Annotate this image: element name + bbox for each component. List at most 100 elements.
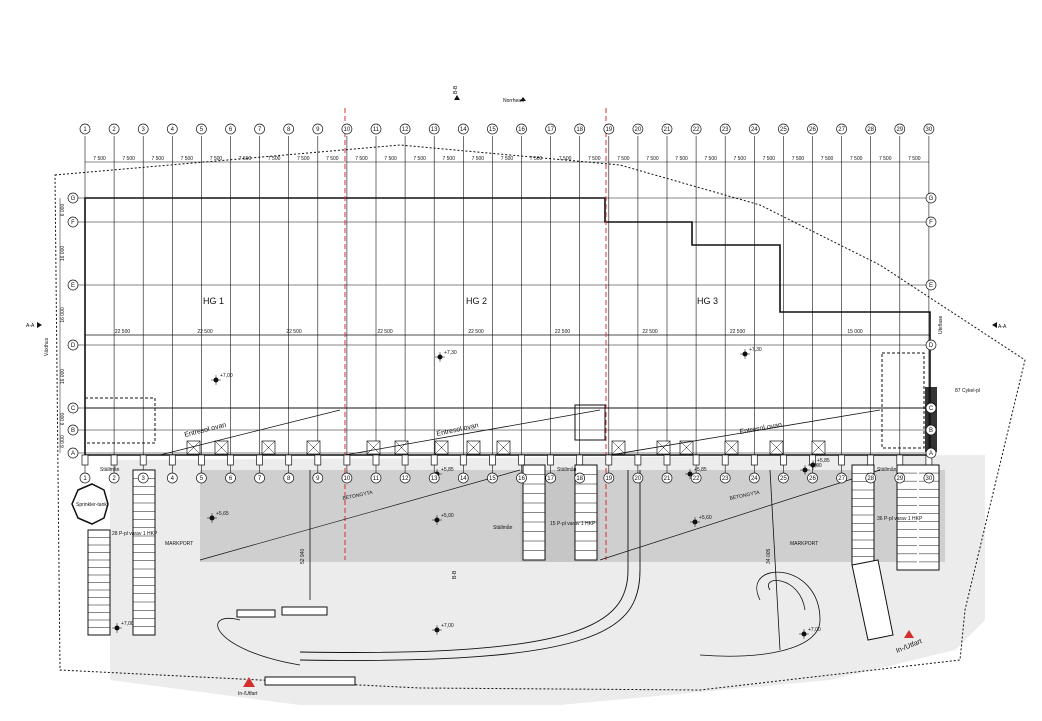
stair-core-left	[84, 397, 156, 444]
building-outline	[84, 197, 931, 456]
axis-label-top: 4	[171, 127, 175, 133]
axis-label-top: 10	[344, 127, 351, 133]
dock-door	[366, 440, 381, 455]
axis-label-top: 9	[316, 127, 320, 133]
entresol-label: Entresol ovan	[739, 422, 782, 436]
axis-label-top: 16	[518, 127, 525, 133]
column-spacing-label: 7 500	[268, 156, 281, 162]
dock-leveler	[663, 454, 671, 466]
stallhus-label: Ställmån	[557, 466, 577, 473]
bay-spacing-label: 22 500	[286, 329, 302, 335]
axis-label-top: 27	[838, 127, 845, 133]
dock-door	[724, 440, 739, 455]
axis-label-bottom: 24	[751, 476, 758, 482]
column-spacing-label: 7 500	[733, 156, 746, 162]
axis-bubble-bottom	[690, 472, 702, 484]
axis-bubble-top	[196, 123, 207, 135]
column-spacing-label: 7 500	[384, 156, 397, 162]
axis-label-top: 29	[896, 127, 903, 133]
level-value: +5,00	[441, 513, 454, 519]
axis-label-top: 30	[926, 127, 933, 133]
axis-bubble-bottom	[283, 472, 295, 484]
axis-label-bottom: 27	[838, 476, 845, 482]
axis-bubble-bottom	[399, 472, 411, 484]
column-spacing-label: 7 500	[326, 156, 339, 162]
axis-label-bottom: 13	[431, 476, 438, 482]
axis-bubble-top	[79, 123, 91, 135]
column-spacing-label: 7 500	[93, 156, 106, 162]
axis-label-left: G	[71, 196, 76, 202]
column-spacing-label: 7 500	[588, 156, 601, 162]
dock-leveler	[227, 454, 234, 466]
section-bb-bottom: B-B	[452, 570, 458, 579]
axis-label-bottom: 21	[664, 476, 671, 482]
column-spacing-label: 7 500	[617, 156, 630, 162]
row-spacing-label: 6 000	[60, 435, 66, 448]
axis-bubble-bottom	[574, 472, 586, 484]
section-marker	[37, 322, 42, 328]
column-spacing-label: 7 500	[763, 156, 776, 162]
axis-label-bottom: 5	[200, 476, 204, 482]
axis-bubble-bottom	[428, 472, 440, 484]
column-spacing-label: 7 500	[122, 156, 135, 162]
column-spacing-label: 7 500	[704, 156, 717, 162]
axis-label-top: 2	[112, 127, 116, 133]
dock-door	[434, 440, 449, 455]
axis-label-top: 13	[431, 127, 438, 133]
level-marker: +7,00	[799, 627, 821, 639]
sprinkler-tank	[71, 483, 109, 525]
axis-label-bottom: 10	[344, 476, 351, 482]
bay-spacing-label: 15 000	[847, 329, 863, 335]
axis-label-bottom: 18	[576, 476, 583, 482]
truck-path	[299, 470, 629, 653]
dock-leveler	[110, 454, 118, 466]
row-spacing-label: 16 000	[60, 246, 66, 262]
dock-leveler	[489, 454, 496, 466]
axis-label-right: F	[929, 220, 933, 226]
bay-spacing-label: 22 500	[197, 329, 213, 335]
section-aa-right: A-A	[998, 324, 1007, 330]
level-value: +5,85	[441, 467, 454, 473]
axis-bubble-bottom	[545, 472, 556, 484]
markport-label: MARKPORT	[165, 541, 193, 547]
row-spacing-label: 6 000	[60, 204, 66, 217]
axis-label-top: 11	[373, 127, 380, 133]
axis-bubble-bottom	[923, 472, 935, 484]
bay-spacing-label: 22 500	[377, 329, 393, 335]
axis-label-top: 28	[867, 127, 874, 133]
hall-label-hg3: HG 3	[697, 296, 718, 306]
axis-bubble-top	[603, 123, 615, 135]
parking-ramp-right	[851, 559, 894, 641]
dock-leveler	[401, 454, 409, 466]
axis-label-bottom: 12	[402, 476, 409, 482]
level-marker: +5,65	[207, 511, 229, 523]
axis-bubble-top	[894, 123, 906, 135]
truck-path	[768, 580, 806, 611]
cykel-label: 87 Cykel-pl	[955, 388, 980, 394]
column-spacing-label: 7 500	[821, 156, 834, 162]
axis-label-right: C	[929, 406, 934, 412]
axis-bubble-right	[925, 424, 937, 436]
axis-label-top: 19	[605, 127, 612, 133]
axis-bubble-top	[719, 123, 731, 135]
level-marker: +7,30	[740, 347, 762, 359]
level-marker: +7,00	[211, 373, 233, 385]
bike-rack	[925, 387, 937, 452]
axis-bubble-bottom	[719, 472, 731, 484]
axis-label-bottom: 1	[83, 476, 87, 482]
axis-bubble-bottom	[894, 472, 906, 484]
axis-bubble-top	[166, 123, 178, 135]
axis-label-top: 25	[780, 127, 787, 133]
axis-label-right: E	[929, 283, 933, 289]
level-value: +7,00	[441, 623, 454, 629]
parking-mid-label: 15 P-pl varav 1 HKP	[550, 521, 596, 527]
axis-bubble-bottom	[166, 472, 178, 484]
parking-left-label: 28 P-pl varav 1 HKP	[112, 531, 158, 537]
level-marker: +7,00	[432, 623, 454, 635]
dimension-left: 52 940	[300, 548, 306, 564]
markport-label: MARKPORT	[790, 541, 818, 547]
row-spacing-label: 6 000	[60, 413, 66, 426]
dock-door	[496, 440, 511, 455]
truck-path	[769, 469, 781, 651]
dock-leveler	[343, 454, 351, 466]
